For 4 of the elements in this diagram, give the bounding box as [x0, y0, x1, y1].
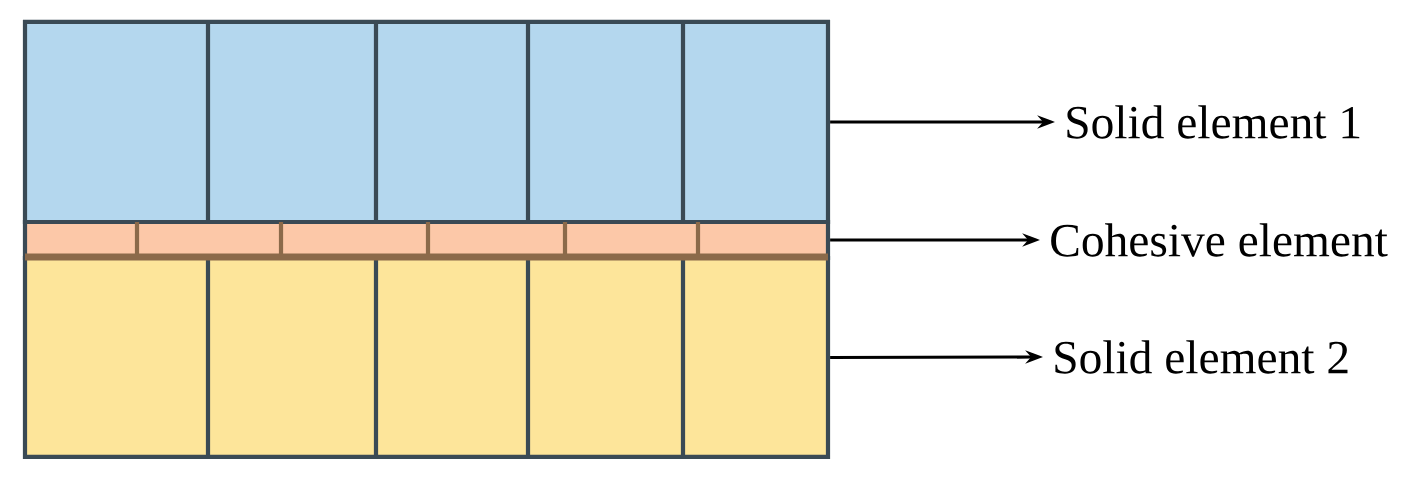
layer-label: Solid element 1 [1067, 105, 1360, 139]
element-layer [22, 255, 831, 460]
layer-label: Solid element 2 [1055, 340, 1348, 374]
layer-label: Cohesive element [1051, 223, 1388, 257]
